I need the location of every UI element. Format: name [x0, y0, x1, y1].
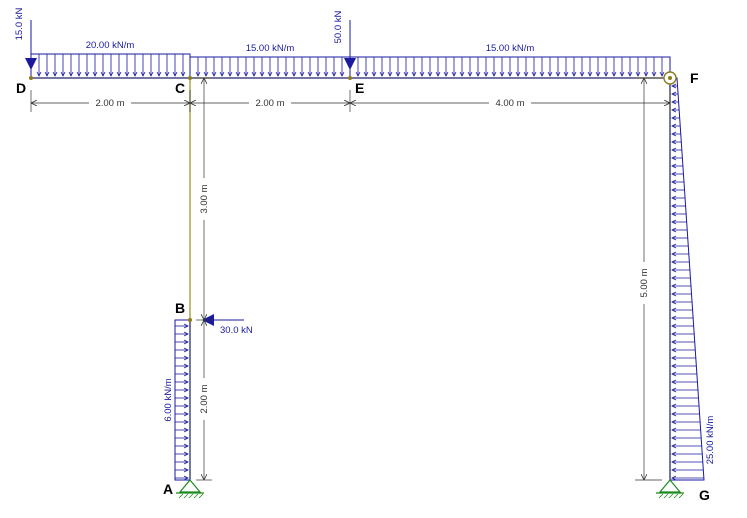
- node-d-marker[interactable]: [29, 76, 33, 80]
- load-label-udl-ef: 15.00 kN/m: [486, 43, 535, 54]
- distributed-load-dc[interactable]: [30, 53, 191, 79]
- pin-support-a[interactable]: [176, 479, 204, 499]
- dimensions: 2.00 m 2.00 m 4.00 m 3.00 m 2.00 m 5.00 …: [30, 77, 671, 481]
- node-e-marker[interactable]: [348, 76, 352, 80]
- distributed-load-ef[interactable]: [349, 56, 671, 79]
- node-label-c: C: [175, 80, 185, 96]
- nodes: [29, 71, 677, 322]
- node-c-marker[interactable]: [188, 76, 192, 80]
- node-label-f: F: [690, 70, 699, 86]
- pin-support-g[interactable]: [656, 479, 684, 499]
- node-label-g: G: [699, 487, 710, 503]
- dimension-ef: 4.00 m: [495, 98, 524, 109]
- node-labels: D C E F B A G: [16, 70, 710, 503]
- load-label-udl-dc: 20.00 kN/m: [86, 40, 135, 51]
- dimension-ba: 2.00 m: [199, 384, 210, 413]
- dimension-ce: 2.00 m: [255, 98, 284, 109]
- node-b-marker[interactable]: [188, 318, 192, 322]
- dimension-dc: 2.00 m: [95, 98, 124, 109]
- load-label-trap-fg: 25.00 kN/m: [705, 416, 716, 465]
- node-label-b: B: [175, 300, 185, 316]
- load-label-point-d: 15.0 kN: [14, 7, 25, 40]
- node-label-d: D: [16, 80, 26, 96]
- distributed-load-ab[interactable]: [174, 319, 191, 481]
- trapezoidal-load-fg[interactable]: [669, 77, 705, 481]
- members: [31, 77, 671, 480]
- distributed-load-ce[interactable]: [189, 56, 351, 79]
- load-label-point-b: 30.0 kN: [220, 325, 253, 336]
- load-label-udl-ce: 15.00 kN/m: [246, 43, 295, 54]
- dimension-cb: 3.00 m: [199, 184, 210, 213]
- point-load-d[interactable]: [25, 20, 37, 70]
- node-label-a: A: [163, 481, 173, 497]
- point-load-e[interactable]: [344, 20, 356, 70]
- dimension-fg: 5.00 m: [639, 268, 650, 297]
- load-label-point-e: 50.0 kN: [333, 10, 344, 43]
- load-label-udl-ab: 6.00 kN/m: [163, 378, 174, 421]
- node-label-e: E: [355, 80, 364, 96]
- load-labels: 15.0 kN 50.0 kN 30.0 kN 20.00 kN/m 15.00…: [14, 7, 716, 464]
